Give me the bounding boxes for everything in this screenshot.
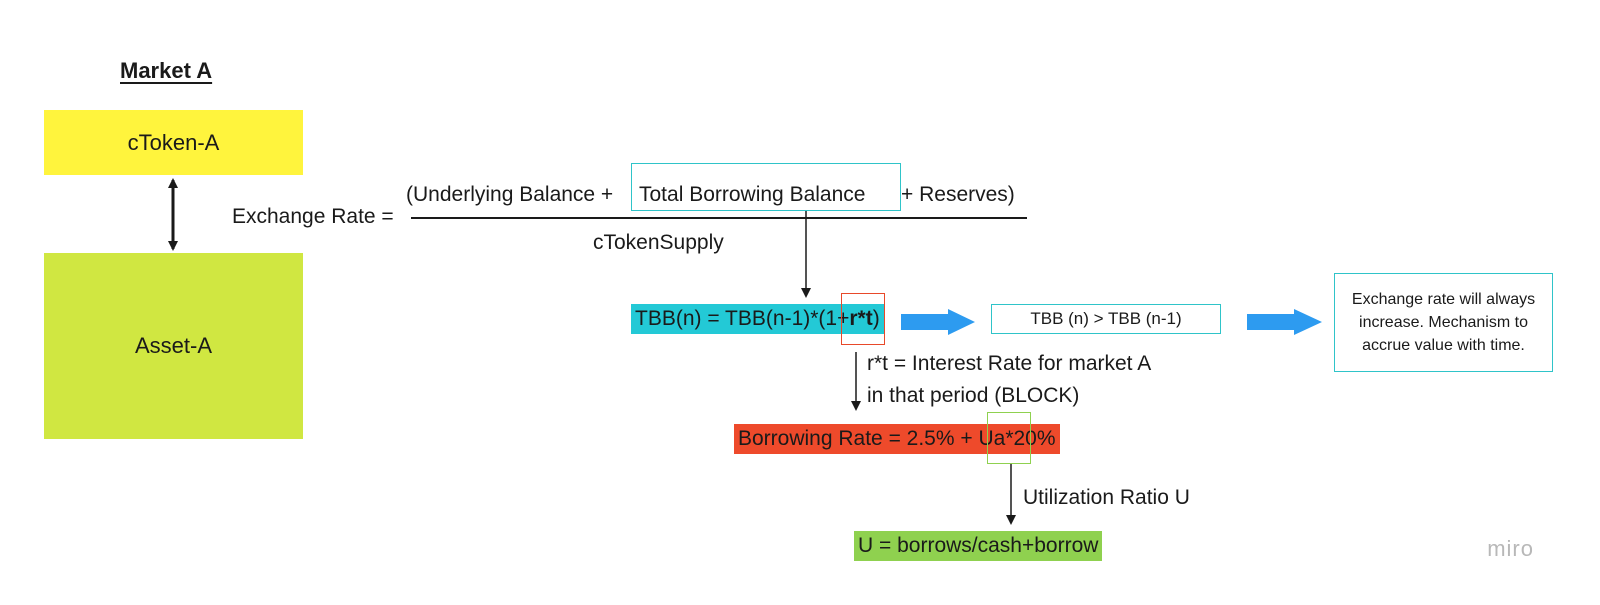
tbb-formula-rt: r*t	[849, 307, 873, 330]
interest-note-line2: in that period (BLOCK)	[867, 384, 1080, 407]
ctoken-a-label: cToken-A	[127, 129, 220, 155]
borrowing-rate-ua: Ua	[978, 427, 1006, 450]
blue-arrow-2	[1247, 309, 1322, 335]
miro-watermark: miro	[1487, 536, 1534, 561]
market-title: Market A	[120, 58, 213, 83]
tbb-highlight-box[interactable]	[631, 163, 901, 211]
tbb-formula-close: )	[872, 307, 880, 330]
rt-highlight-box[interactable]	[841, 293, 885, 345]
utilization-label: Utilization Ratio U	[1023, 486, 1190, 509]
note-text: Exchange rate will always increase. Mech…	[1351, 291, 1536, 354]
numerator-prefix: (Underlying Balance +	[406, 183, 614, 206]
ua-highlight-box[interactable]	[987, 412, 1031, 464]
denominator: cTokenSupply	[593, 231, 724, 254]
ctoken-a-block[interactable]: cToken-A	[44, 110, 303, 175]
note-box[interactable]: Exchange rate will always increase. Mech…	[1334, 273, 1553, 372]
comparison-box[interactable]: TBB (n) > TBB (n-1)	[991, 304, 1221, 334]
utilization-formula-text: U = borrows/cash+borrow	[858, 534, 1099, 557]
interest-note-line1: r*t = Interest Rate for market A	[867, 352, 1152, 375]
blue-arrow-1	[901, 309, 975, 335]
borrowing-rate-prefix: Borrowing Rate = 2.5% +	[738, 427, 979, 450]
numerator-tbb: Total Borrowing Balance	[639, 183, 866, 206]
utilization-formula[interactable]: U = borrows/cash+borrow	[854, 531, 1103, 561]
fraction-line	[411, 217, 1027, 219]
asset-a-label: Asset-A	[134, 333, 213, 358]
numerator-suffix: + Reserves)	[901, 183, 1015, 206]
tbb-formula-main: TBB(n) = TBB(n-1)*(1+	[635, 307, 850, 330]
asset-a-block[interactable]: Asset-A	[44, 253, 303, 439]
exchange-rate-label: Exchange Rate =	[232, 205, 394, 228]
comparison-text: TBB (n) > TBB (n-1)	[1030, 309, 1182, 328]
borrowing-rate-formula[interactable]: Borrowing Rate = 2.5% + Ua*20%	[734, 424, 1060, 454]
